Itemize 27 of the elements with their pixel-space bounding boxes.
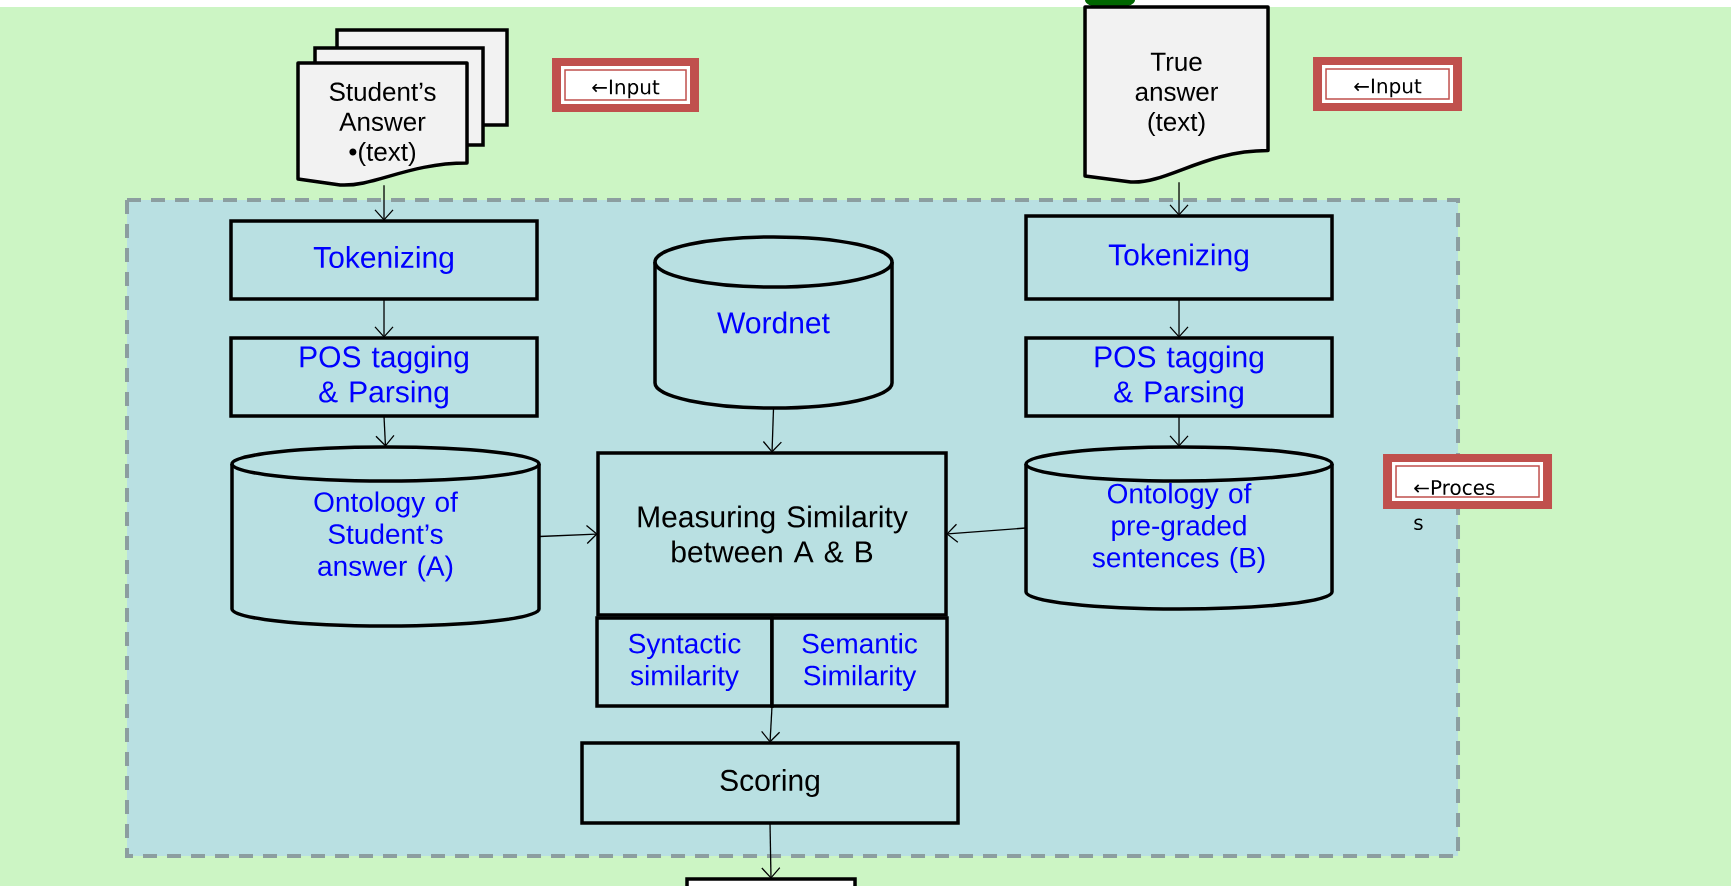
arrow [761, 822, 781, 879]
process-box: Scoring [580, 741, 960, 825]
process-box: Syntactic similarity [595, 616, 774, 708]
arrow [762, 407, 782, 453]
label-tag: ←Proces s [1383, 454, 1552, 531]
arrow [374, 184, 394, 221]
label-tag: ←Input [1313, 57, 1462, 111]
label-tag: ←Input [552, 58, 699, 112]
database-cylinder: Ontology of pre-graded sentences (B) [1024, 445, 1334, 611]
process-box: Tokenizing [229, 219, 539, 301]
arrow [375, 415, 395, 447]
process-box: Semantic Similarity [770, 616, 949, 708]
process-box: POS tagging & Parsing [1024, 336, 1334, 418]
process-box: Tokenizing [1024, 214, 1334, 301]
output-box [685, 877, 857, 886]
arrow [374, 298, 394, 338]
arrow [538, 524, 598, 545]
arrow [1169, 298, 1189, 338]
arrow [946, 523, 1027, 543]
database-cylinder: Wordnet [653, 235, 894, 410]
arrow [1169, 181, 1189, 216]
node-label: s [1414, 518, 1423, 531]
process-box: POS tagging & Parsing [229, 336, 539, 418]
database-cylinder: Ontology of Student’s answer (A) [230, 445, 541, 628]
arrow [1169, 415, 1189, 447]
document-stack: Student’s Answer •(text) [296, 28, 509, 187]
arrow [760, 705, 781, 743]
